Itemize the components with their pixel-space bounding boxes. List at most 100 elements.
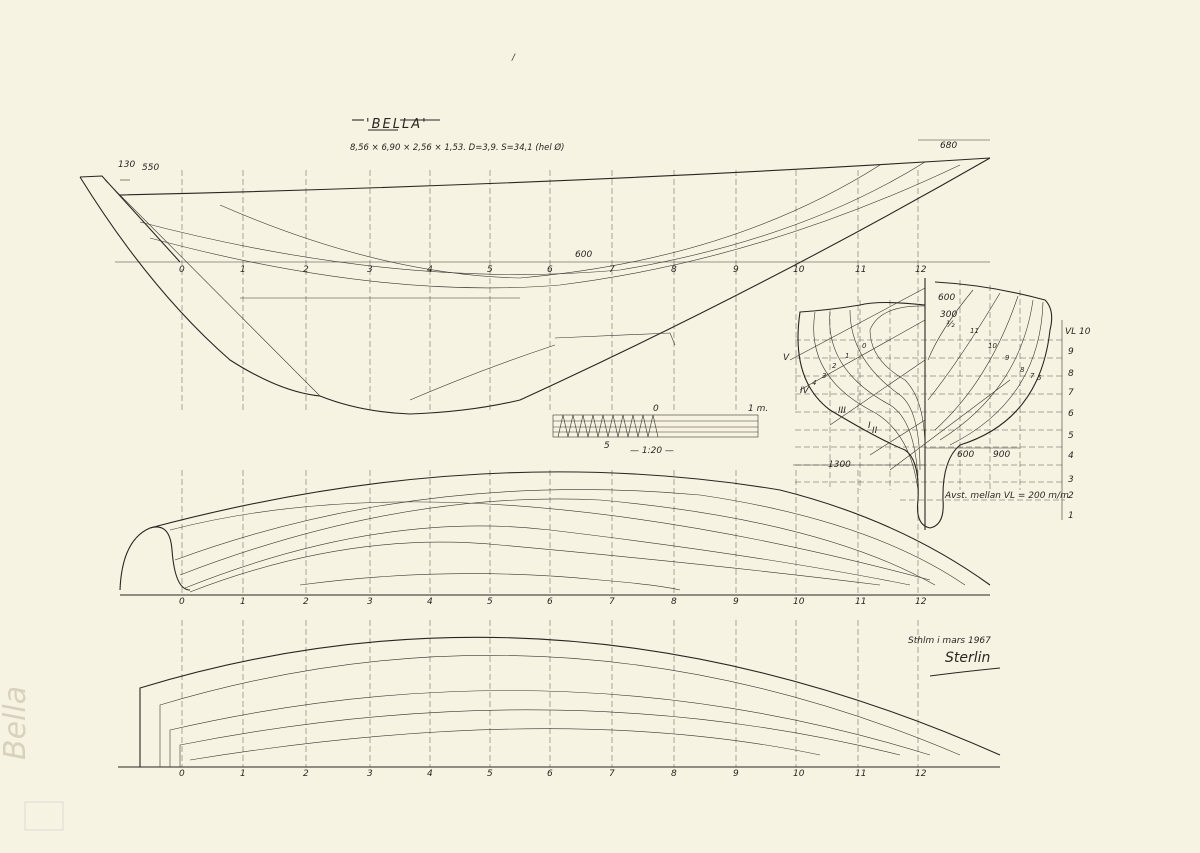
scale-one-meter: 1 m. [748, 404, 768, 414]
body-section-10 [927, 292, 1001, 401]
hb-waterline-5 [299, 573, 681, 591]
body-waterline-label: 4 [1068, 451, 1074, 461]
hb-waterline-4 [189, 541, 881, 593]
body-section-9 [934, 295, 1019, 431]
fore-section-label: 4 [812, 379, 816, 387]
buttock-label: IV [800, 386, 810, 396]
body-section-2 [829, 311, 919, 481]
wl-station-label: 9 [733, 769, 739, 779]
aft-section-label: 10 [988, 342, 997, 350]
cockpit-outline [554, 332, 676, 346]
aft-section-label: 8 [1020, 366, 1025, 374]
place-date: Sthlm i mars 1967 [908, 636, 991, 646]
buttock-line-3 [219, 164, 881, 279]
wl-curve-2 [169, 690, 931, 767]
hb-station-label: 11 [855, 597, 866, 607]
body-section-7 [949, 301, 1044, 446]
hb-station-label: 12 [915, 597, 927, 607]
buttock-label: V [783, 353, 790, 363]
dim-600: 600 [575, 250, 592, 260]
scale-zero: 0 [653, 404, 659, 414]
wl-station-label: 2 [303, 769, 309, 779]
wl-station-label: 7 [609, 769, 615, 779]
principal-dimensions: 8,56 × 6,90 × 2,56 × 1,53. D=3,9. S=34,1… [350, 142, 564, 153]
profile-station-label: 9 [733, 265, 739, 275]
fore-section-label: 0 [862, 342, 867, 350]
profile-station-label: 0 [179, 265, 185, 275]
margin-handwriting: Bella [0, 686, 33, 760]
wl-curve-4 [189, 728, 821, 761]
wl-curve-1 [159, 655, 961, 767]
profile-station-label: 7 [609, 265, 615, 275]
body-waterline-label: 2 [1068, 491, 1074, 501]
body-section-11 [927, 289, 974, 361]
hb-station-label: 3 [367, 597, 373, 607]
aft-section-label: 7 [1030, 372, 1035, 380]
fore-section-label: 3 [822, 372, 826, 380]
wl-station-label: 4 [427, 769, 433, 779]
profile-station-label: 3 [367, 265, 373, 275]
profile-station-label: 5 [487, 265, 493, 275]
hb-station-label: 7 [609, 597, 615, 607]
hb-waterline-1 [174, 489, 966, 586]
hb-waterline-3 [184, 525, 911, 589]
dim-550: 550 [142, 163, 159, 173]
body-half: ½ [946, 320, 955, 330]
body-section-0 [869, 305, 926, 451]
profile-station-label: 8 [671, 265, 677, 275]
hb-station-label: 5 [487, 597, 493, 607]
dim-680: 680 [940, 141, 957, 151]
hb-station-label: 1 [240, 597, 246, 607]
body-waterline-label: 8 [1068, 369, 1074, 379]
profile-station-label: 11 [855, 265, 866, 275]
hb-station-label: 8 [671, 597, 677, 607]
hb-diagonal [169, 501, 931, 581]
wl-station-label: 6 [547, 769, 553, 779]
hb-waterline-2 [179, 498, 936, 586]
profile-keel-line [79, 157, 991, 415]
scale-bar-frame [552, 414, 759, 438]
body-waterline-label: 6 [1068, 409, 1074, 419]
drawing-title: 'BELLA' [366, 117, 428, 132]
stem-top [79, 175, 181, 263]
body-buttock-grid [829, 280, 1021, 490]
buttock-line-2 [149, 164, 961, 289]
wl-station-label: 8 [671, 769, 677, 779]
body-section-1 [849, 309, 921, 471]
signature-underline [929, 667, 1001, 677]
wl-station-label: 1 [240, 769, 246, 779]
wl-curve-3 [179, 709, 901, 767]
fore-section-label: 1 [845, 352, 849, 360]
stem-rabbet [104, 179, 321, 397]
body-dim-300: 300 [940, 310, 957, 320]
hb-station-label: 6 [547, 597, 553, 607]
body-waterline-label: 7 [1068, 388, 1074, 398]
body-dim-900: 900 [993, 450, 1010, 460]
body-dim-600: 600 [957, 450, 974, 460]
scale-bar: 0 1 m. 5 — 1:20 — [552, 404, 768, 456]
body-dim-600-top: 600 [938, 293, 955, 303]
body-waterline-grid [795, 339, 1065, 501]
buttock-line-1 [139, 161, 926, 275]
hb-station-label: 0 [179, 597, 185, 607]
fore-section-label: 2 [832, 362, 837, 370]
cockpit-sole [409, 344, 556, 401]
wl-station-label: 10 [793, 769, 805, 779]
body-waterline-label: 5 [1068, 431, 1074, 441]
profile-station-label: 2 [303, 265, 309, 275]
profile-station-label: 10 [793, 265, 805, 275]
wl-station-label: 12 [915, 769, 927, 779]
top-mark: / [511, 53, 516, 63]
aft-section-label: 9 [1005, 354, 1010, 362]
body-waterline-spacing-note: Avst. mellan VL = 200 m/m [944, 491, 1069, 501]
hb-station-label: 10 [793, 597, 805, 607]
wl-station-label: 5 [487, 769, 493, 779]
profile-station-label: 6 [547, 265, 553, 275]
body-dim-1300: 1300 [828, 460, 851, 470]
aft-section-label: 5 [1037, 374, 1042, 382]
signature-name: Sterlin [945, 650, 990, 666]
